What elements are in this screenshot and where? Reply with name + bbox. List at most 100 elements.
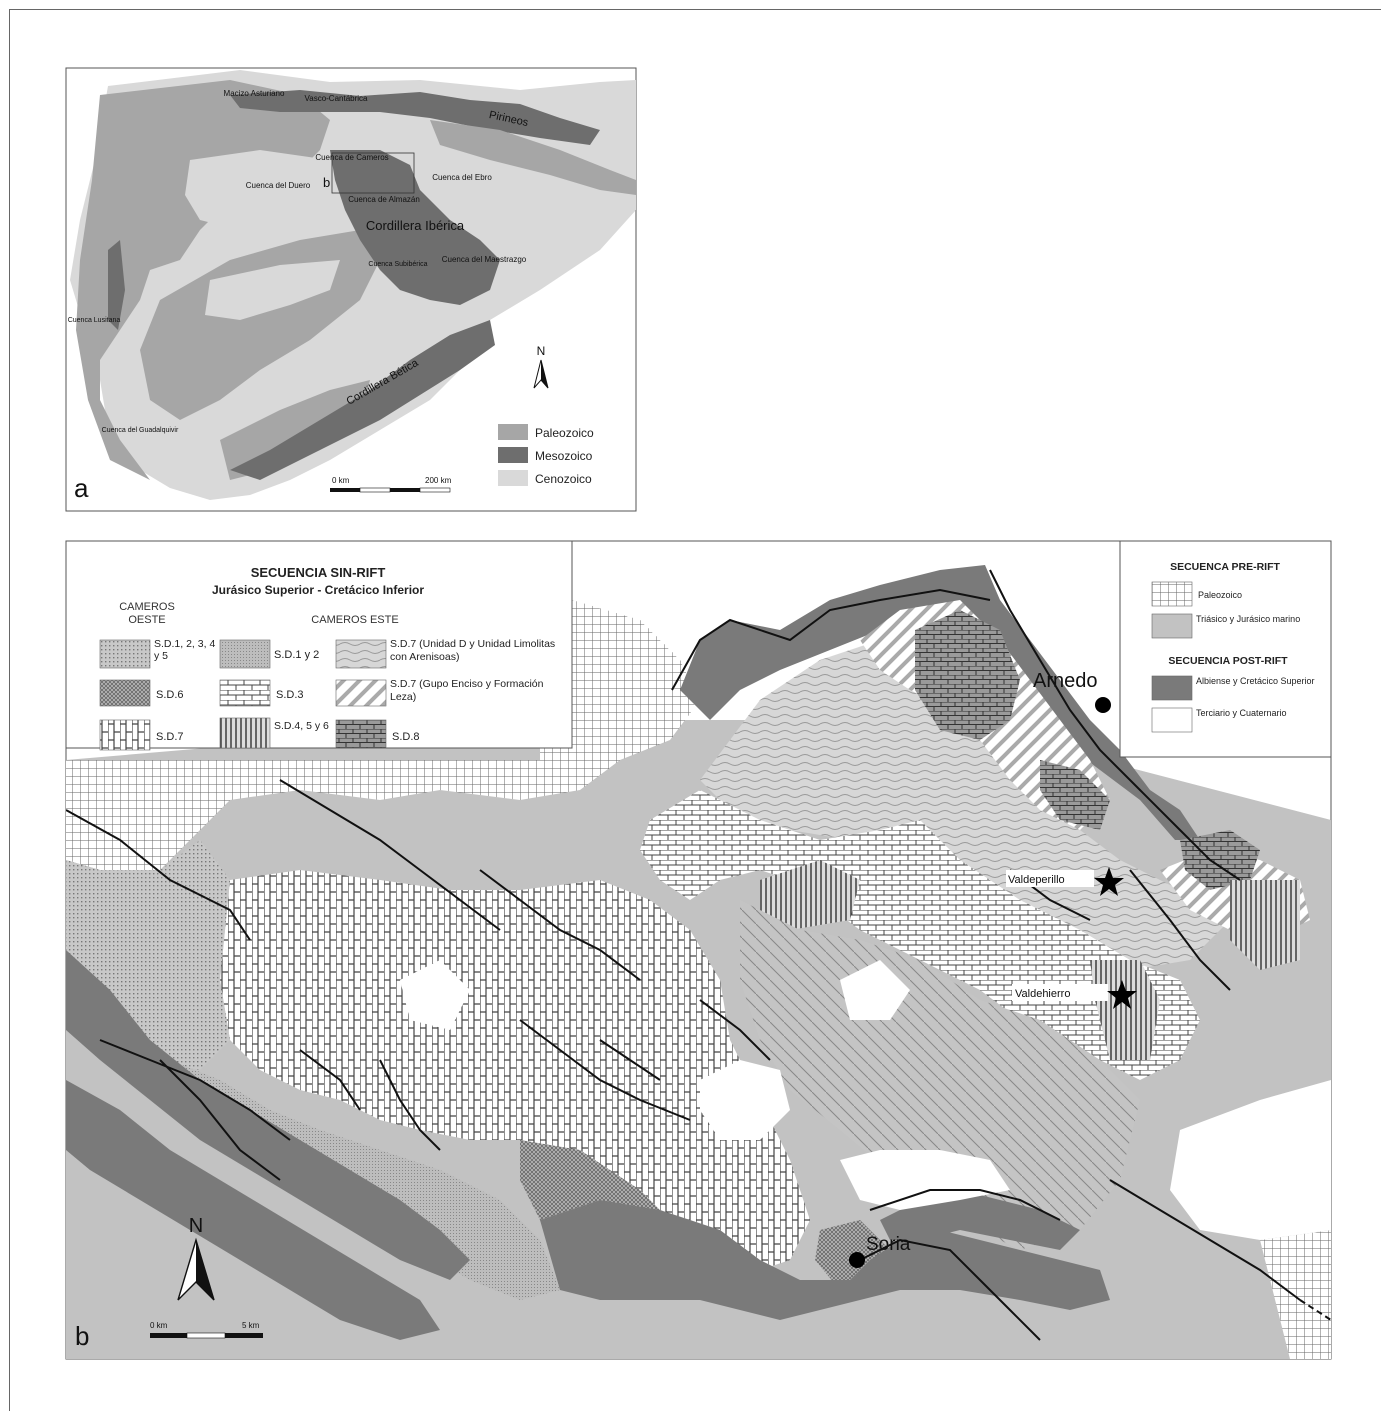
panel-a-region-label: Vasco-Cantábrica bbox=[305, 94, 369, 103]
legend-label-terciario-wrap: Terciario y Cuaternario bbox=[1196, 708, 1287, 718]
panel-a-region-label: Cuenca del Duero bbox=[246, 181, 311, 190]
legend-label-albiense-wrap: Albiense y Cretácico Superior bbox=[1196, 676, 1315, 686]
panel-a-inset-box bbox=[331, 152, 415, 194]
legend-col-east: CAMEROS ESTE bbox=[311, 614, 398, 626]
iberia-mesozoic-iberian bbox=[330, 150, 500, 305]
place-arnedo-label: Arnedo bbox=[1033, 670, 1098, 692]
unit-sd8-northeast bbox=[1040, 760, 1110, 830]
iberia-mesozoic-cantabrian bbox=[230, 90, 600, 145]
panel-a-region-label: Cuenca del Maestrazgo bbox=[442, 255, 527, 264]
legend-label-albiense: Albiense y Cretácico Superior bbox=[1196, 676, 1315, 686]
legend-label-terciario: Terciario y Cuaternario bbox=[1196, 708, 1287, 718]
legend-swatch-sd6 bbox=[99, 679, 151, 707]
panel-a-region-label: Cuenca del Guadalquivir bbox=[102, 427, 179, 434]
legend-label-sd12345: S.D.1, 2, 3, 4 y 5 bbox=[154, 638, 216, 662]
panel-a: b Macizo AsturianoVasco-CantábricaPirine… bbox=[65, 67, 637, 512]
legend-label-sd456: S.D.4, 5 y 6 bbox=[274, 720, 329, 732]
fault-lines bbox=[66, 569, 1331, 1341]
legend-label-triasico: Triásico y Jurásico marino bbox=[1196, 614, 1301, 624]
legend-swatch-paleozoico-b bbox=[1151, 581, 1193, 607]
syn-rift-subtitle: Jurásico Superior - Cretácico Inferior bbox=[212, 583, 424, 597]
fault-mid-3 bbox=[599, 1039, 661, 1081]
legend-label-sd3: S.D.3 bbox=[276, 689, 304, 701]
unit-paleozoic-se bbox=[1260, 1230, 1331, 1359]
legend-swatch-sd8 bbox=[335, 719, 387, 749]
place-valdehierro-label: Valdehierro bbox=[1015, 988, 1070, 1000]
legend-swatch-sd7-enciso bbox=[335, 679, 387, 707]
legend-label-sd7-waves-wrap: S.D.7 (Unidad D y Unidad Limolitas con A… bbox=[390, 638, 556, 663]
fault-mid-1 bbox=[379, 1059, 441, 1151]
place-valdehierro-label-bg bbox=[1012, 984, 1108, 1001]
fault-nw-2 bbox=[279, 779, 501, 931]
fault-west-1 bbox=[99, 1039, 291, 1141]
panel-b-north-arrow: N bbox=[177, 1215, 215, 1301]
legend-label-triasico-wrap: Triásico y Jurásico marino bbox=[1196, 614, 1301, 624]
panel-b-scale-start: 0 km bbox=[150, 1321, 168, 1330]
unit-sd7-west-vbrick bbox=[220, 870, 810, 1270]
place-soria: Soria bbox=[849, 1234, 911, 1268]
legend-label-sd7-waves: S.D.7 (Unidad D y Unidad Limolitas con A… bbox=[390, 638, 556, 663]
iberia-mesozoic-betic bbox=[230, 320, 495, 480]
panel-b-north-letter: N bbox=[189, 1215, 203, 1237]
fault-soria-south bbox=[859, 1238, 1041, 1341]
syn-rift-legend-frame bbox=[65, 540, 573, 749]
panel-a-region-label: Cordillera Ibérica bbox=[366, 218, 465, 233]
legend-swatch-paleozoico bbox=[498, 424, 528, 440]
unit-albiense-south bbox=[540, 1200, 1110, 1320]
legend-swatch-mesozoico bbox=[498, 447, 528, 463]
fault-mid-2 bbox=[299, 1049, 361, 1111]
panel-a-scale-bar: 0 km 200 km bbox=[330, 476, 452, 493]
legend-swatch-sd7-waves bbox=[335, 639, 387, 669]
unit-tertiary-east bbox=[1170, 1080, 1331, 1240]
place-soria-label: Soria bbox=[866, 1234, 911, 1255]
legend-swatch-sd12 bbox=[219, 639, 271, 669]
unit-tertiary-west bbox=[400, 960, 470, 1030]
legend-swatch-sd7-west bbox=[99, 719, 151, 751]
pre-rift-title: SECUENCA PRE-RIFT bbox=[1170, 561, 1280, 573]
panel-a-legend: Paleozoico Mesozoico Cenozoico bbox=[498, 424, 594, 486]
iberia-mesozoic-lusitanian bbox=[108, 240, 125, 330]
fault-north-ridge bbox=[671, 588, 991, 691]
iberia-paleozoic-south bbox=[220, 380, 370, 480]
legend-label-sd12345-wrap: S.D.1, 2, 3, 4 y 5 bbox=[154, 638, 216, 662]
panel-a-region-label: Macizo Asturiano bbox=[224, 89, 285, 98]
unit-sd8-east bbox=[1180, 830, 1260, 890]
fault-se-dashed bbox=[1299, 1299, 1331, 1321]
panel-a-north-letter: N bbox=[537, 344, 546, 358]
iberia-cenozoic-duero bbox=[185, 150, 330, 230]
unit-paleozoic-nw bbox=[66, 600, 700, 870]
place-valdeperillo: Valdeperillo bbox=[1006, 867, 1124, 896]
fault-se-long bbox=[1109, 1179, 1301, 1301]
place-soria-dot-icon bbox=[849, 1252, 865, 1268]
pre-post-rift-legend: SECUENCA PRE-RIFT Paleozoico Triásico y … bbox=[1119, 540, 1332, 758]
fault-center-1 bbox=[479, 869, 641, 981]
unit-sd8-arnedo bbox=[915, 610, 1020, 740]
fault-center-2 bbox=[519, 1019, 691, 1121]
unit-sd3-center bbox=[640, 790, 1200, 1080]
unit-tertiary-center bbox=[840, 1150, 1010, 1210]
legend-col-west: CAMEROS OESTE bbox=[119, 601, 175, 626]
legend-label-cenozoico: Cenozoico bbox=[535, 472, 592, 486]
fault-west-2 bbox=[159, 1059, 281, 1181]
legend-swatch-albiense bbox=[1151, 675, 1193, 701]
legend-swatch-sd12345 bbox=[99, 639, 151, 669]
panel-b-scale-bar: 0 km 5 km bbox=[150, 1321, 263, 1339]
legend-label-sd7-west: S.D.7 bbox=[156, 731, 184, 743]
legend-swatch-sd3 bbox=[219, 679, 271, 707]
syn-rift-legend: SECUENCIA SIN-RIFT Jurásico Superior - C… bbox=[65, 540, 573, 751]
place-valdehierro: Valdehierro bbox=[1012, 980, 1137, 1009]
place-arnedo-dot-icon bbox=[1095, 697, 1111, 713]
legend-swatch-sd456 bbox=[219, 717, 271, 749]
legend-label-mesozoico: Mesozoico bbox=[535, 449, 593, 463]
place-valdeperillo-label-bg bbox=[1006, 870, 1094, 887]
panel-a-north-arrow: N bbox=[533, 344, 549, 389]
syn-rift-title: SECUENCIA SIN-RIFT bbox=[251, 565, 386, 580]
unit-tertiary-soria bbox=[700, 1060, 790, 1140]
iberia-mesozoic-pyrenees-band bbox=[430, 120, 636, 195]
panel-b: SECUENCIA SIN-RIFT Jurásico Superior - C… bbox=[65, 540, 1332, 1360]
unit-sd456-strip-3 bbox=[760, 860, 860, 930]
panel-b-scale-end: 5 km bbox=[242, 1321, 260, 1330]
unit-tertiary-center-2 bbox=[840, 960, 910, 1020]
place-valdeperillo-label: Valdeperillo bbox=[1008, 874, 1065, 886]
